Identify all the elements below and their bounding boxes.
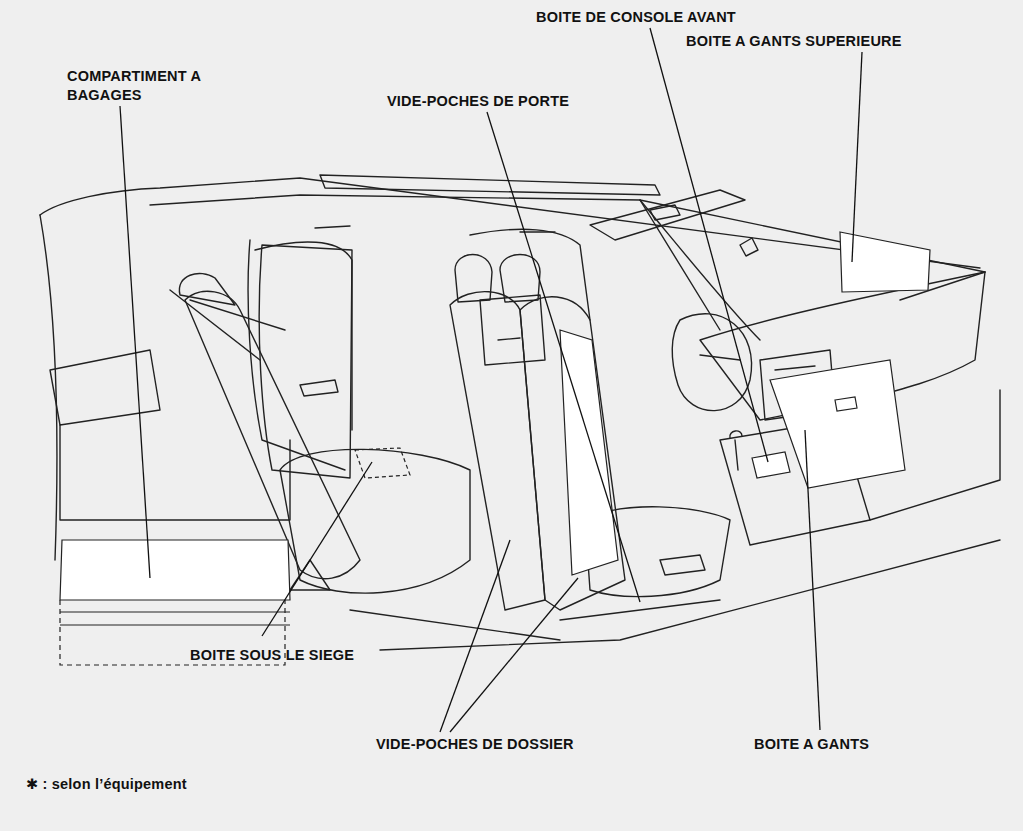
mirror <box>650 205 758 256</box>
rear-door-handle <box>300 380 338 396</box>
front-door-frame <box>470 229 590 320</box>
part-label: COMPARTIMENT A BAGAGES <box>67 67 217 105</box>
part-label: BOITE A GANTS SUPERIEURE <box>686 32 1006 51</box>
grab-handle <box>315 226 555 232</box>
rear-seat-hinge <box>290 560 330 590</box>
floor <box>350 540 1000 650</box>
part-label: BOITE DE CONSOLE AVANT <box>536 8 836 27</box>
rear-shelf <box>60 425 290 520</box>
glove-box <box>770 360 905 488</box>
leader-line <box>805 430 820 730</box>
a-pillar <box>640 200 760 340</box>
footnote: ✱ : selon l’équipement <box>26 775 326 794</box>
tailgate-lid <box>50 350 160 425</box>
leader-line <box>487 112 640 602</box>
steering-wheel <box>672 314 751 411</box>
seatbelt <box>170 290 285 360</box>
sun-visor <box>590 190 745 240</box>
luggage-compartment <box>60 540 290 600</box>
storage-highlights <box>60 232 930 665</box>
under-seat-box <box>355 448 410 478</box>
seat-back-pocket <box>560 330 618 575</box>
part-label: BOITE SOUS LE SIEGE <box>190 646 450 665</box>
leader-line <box>450 578 578 732</box>
part-label: VIDE-POCHES DE DOSSIER <box>376 735 676 754</box>
illustration <box>40 175 1000 650</box>
part-label: BOITE A GANTS <box>754 735 974 754</box>
rear-window-frame <box>248 240 345 470</box>
rear-door <box>259 245 352 478</box>
rear-headrest <box>179 273 235 305</box>
console-box <box>752 452 790 478</box>
leader-line <box>440 540 510 732</box>
leader-line <box>650 28 768 462</box>
sunroof-panel <box>320 175 660 195</box>
rear-pillar <box>40 215 57 560</box>
front-seat-back <box>520 297 625 610</box>
headrest <box>455 255 540 303</box>
rear-seat-cushion <box>280 449 470 593</box>
gear-lever <box>730 431 742 470</box>
part-label: VIDE-POCHES DE PORTE <box>387 92 647 111</box>
b-pillar <box>255 242 352 430</box>
leader-lines <box>120 28 862 732</box>
front-seat-back-rear <box>450 292 545 610</box>
leader-line <box>852 52 862 262</box>
leader-line <box>262 462 372 636</box>
glove-box-latch <box>835 397 857 411</box>
leader-line <box>120 106 150 578</box>
rear-seat-back <box>185 291 360 578</box>
windshield <box>640 200 985 330</box>
front-door-panel <box>480 295 545 365</box>
luggage-floor-lines <box>60 612 290 625</box>
